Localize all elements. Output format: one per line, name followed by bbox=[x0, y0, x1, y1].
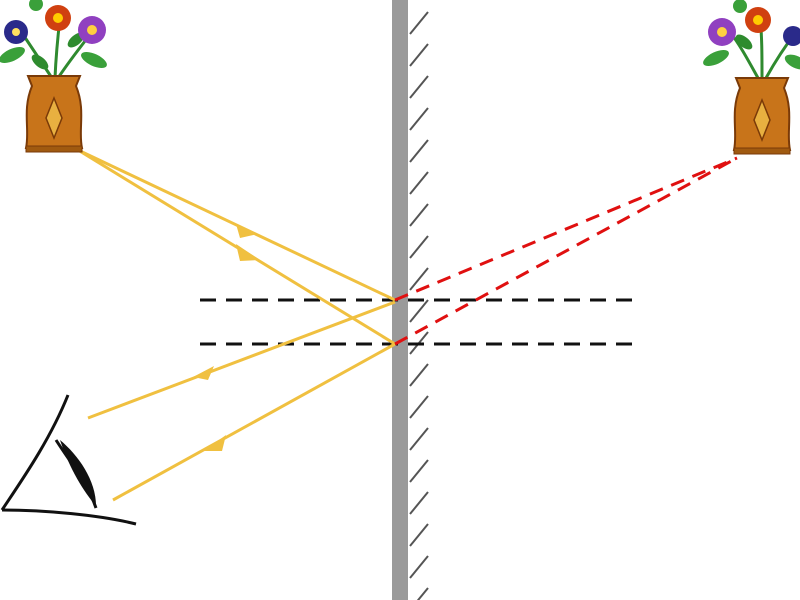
mirror-hatch-line bbox=[409, 139, 429, 163]
object-vase bbox=[0, 0, 107, 153]
flower-vase-icon bbox=[0, 0, 107, 153]
mirror-hatch-line bbox=[409, 491, 429, 515]
incident-arrow-2 bbox=[236, 244, 260, 261]
mirror-hatch-line bbox=[409, 171, 429, 195]
mirror-hatch-line bbox=[409, 555, 429, 579]
mirror-hatch-line bbox=[409, 523, 429, 547]
mirror-hatch-line bbox=[409, 107, 429, 131]
plane-mirror bbox=[392, 0, 429, 600]
mirror-hatch-line bbox=[409, 43, 429, 67]
mirror-hatch-line bbox=[409, 267, 429, 291]
reflected-arrow-2 bbox=[204, 435, 226, 451]
eye bbox=[0, 394, 137, 526]
mirror-hatch-line bbox=[409, 299, 429, 323]
reflected-arrow-1 bbox=[193, 366, 214, 380]
image-vase bbox=[703, 0, 800, 155]
flower-vase-image-icon bbox=[703, 0, 800, 155]
mirror-surface bbox=[392, 0, 408, 600]
mirror-hatching bbox=[409, 11, 429, 600]
reflected-ray-1 bbox=[87, 300, 396, 420]
reflected-ray-2 bbox=[112, 342, 396, 502]
eye-icon bbox=[0, 394, 137, 526]
mirror-hatch-line bbox=[409, 427, 429, 451]
mirror-hatch-line bbox=[409, 11, 429, 35]
incident-arrow-1 bbox=[236, 224, 258, 238]
mirror-hatch-line bbox=[409, 459, 429, 483]
mirror-hatch-line bbox=[409, 395, 429, 419]
virtual-ray-1 bbox=[394, 156, 738, 302]
mirror-hatch-line bbox=[409, 363, 429, 387]
mirror-hatch-line bbox=[409, 235, 429, 259]
incident-ray-2 bbox=[77, 148, 396, 346]
virtual-ray-2 bbox=[394, 156, 738, 346]
mirror-hatch-line bbox=[416, 587, 429, 600]
mirror-hatch-line bbox=[409, 203, 429, 227]
mirror-hatch-line bbox=[409, 75, 429, 99]
